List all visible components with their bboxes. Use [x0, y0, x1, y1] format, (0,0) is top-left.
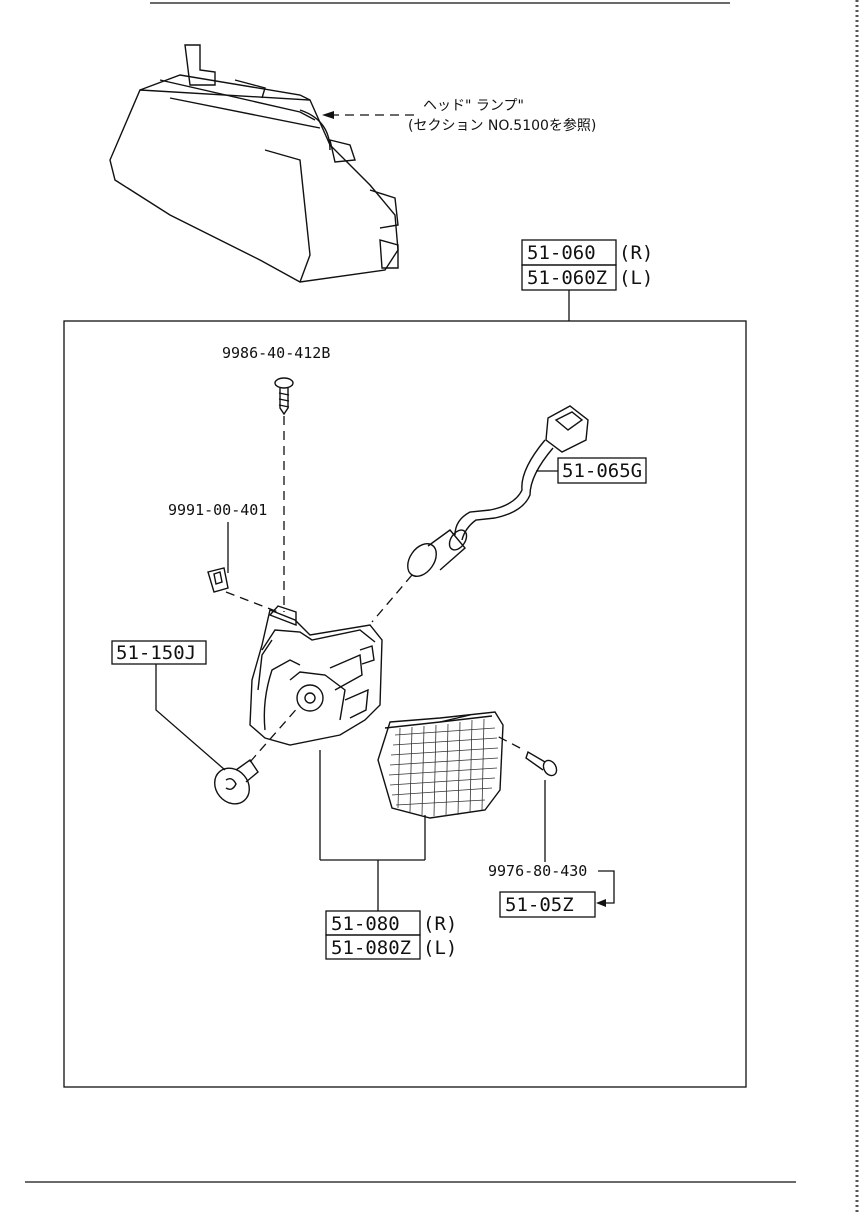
- headlamp-section-ref: (セクション NO.5100を参照): [408, 117, 596, 134]
- wire-harness: [454, 439, 546, 536]
- callout-lamp-r: 51-060: [527, 242, 596, 264]
- callout-box-housing-l: [325, 934, 421, 960]
- headlamp-label: ヘッド" ランプ": [423, 98, 524, 114]
- callout-lamp-r-side: (R): [619, 242, 653, 264]
- callout-lamp-l-side: (L): [619, 267, 653, 289]
- bulb-to-housing-leader: [249, 704, 301, 763]
- callout-lens: 51-05Z: [505, 894, 574, 916]
- socket-to-housing-leader: [371, 574, 413, 623]
- callout-lens-screw: 9976-80-430: [488, 862, 587, 880]
- screw-icon: [274, 377, 294, 416]
- clip-icon: [207, 567, 229, 593]
- callout-box-harness: [557, 457, 647, 484]
- bulb-leader: [155, 664, 226, 771]
- callout-box-bulb: [111, 640, 207, 665]
- headlamp-illustration: [109, 44, 399, 283]
- lamp-housing-illustration: [249, 605, 383, 746]
- callout-housing-r: 51-080: [331, 913, 400, 935]
- callout-bulb: 51-150J: [116, 642, 196, 664]
- lens-screw-to-lens-leader: [598, 870, 615, 904]
- callout-nut-clip: 9991-00-401: [168, 501, 267, 519]
- lens-screw-leader-dash: [494, 734, 521, 749]
- callout-lamp-l: 51-060Z: [527, 267, 607, 289]
- bulb-socket-icon: [407, 529, 468, 577]
- callout-box-lens: [499, 891, 596, 918]
- arrow-icon: [596, 899, 606, 907]
- lens-illustration: [377, 711, 504, 819]
- callout-housing-r-side: (R): [423, 913, 457, 935]
- arrow-icon: [322, 111, 334, 119]
- lens-screw-icon: [525, 750, 558, 777]
- callout-harness: 51-065G: [562, 460, 642, 482]
- callout-housing-l-side: (L): [423, 937, 457, 959]
- clip-to-housing-leader: [225, 591, 279, 613]
- bulb-icon: [213, 759, 259, 805]
- connector-icon: [545, 405, 589, 453]
- assembly-frame: [63, 320, 747, 1088]
- callout-housing-l: 51-080Z: [331, 937, 411, 959]
- callout-screw-top: 9986-40-412B: [222, 344, 330, 362]
